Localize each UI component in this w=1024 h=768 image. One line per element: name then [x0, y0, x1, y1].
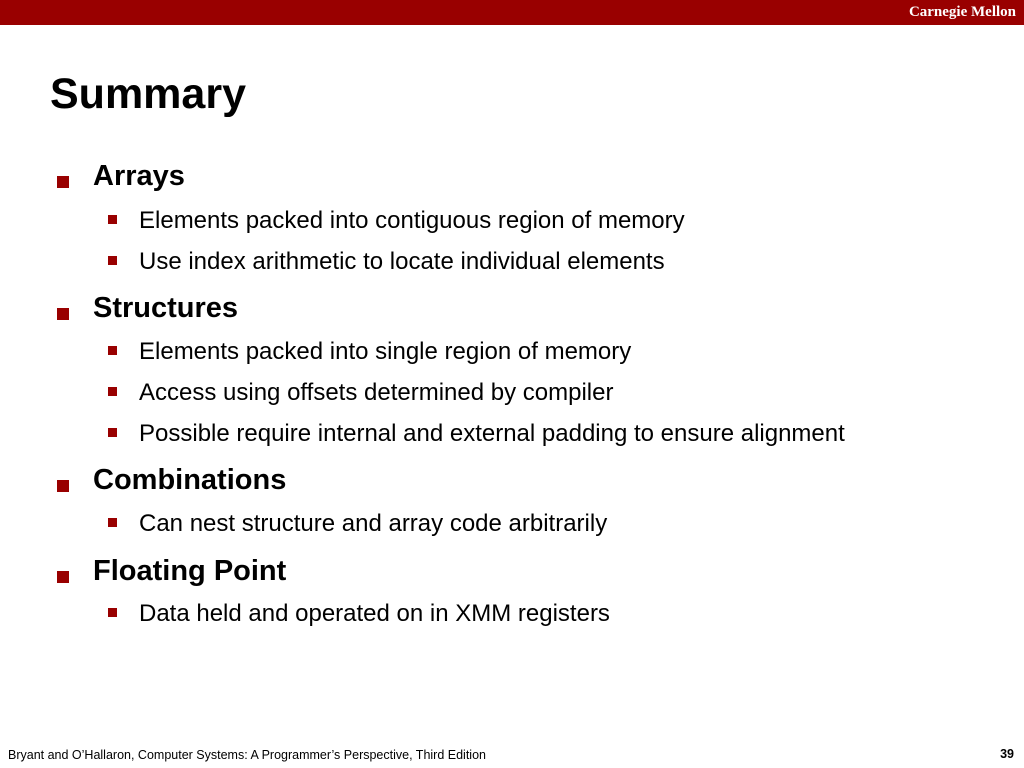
level1-bullet-marker [57, 571, 69, 583]
slide-title: Summary [50, 70, 246, 118]
level1-bullet-marker [57, 176, 69, 188]
section-heading-combinations: Combinations [93, 464, 287, 496]
org-name: Carnegie Mellon [908, 4, 1016, 20]
list-item: Elements packed into contiguous region o… [139, 207, 685, 234]
level2-bullet-marker [108, 428, 117, 437]
footer-citation: Bryant and O’Hallaron, Computer Systems:… [8, 748, 486, 762]
level2-bullet-marker [108, 608, 117, 617]
level1-bullet-marker [57, 480, 69, 492]
section-heading-structures: Structures [93, 292, 239, 324]
list-item: Elements packed into single region of me… [139, 338, 632, 365]
level2-bullet-marker [108, 215, 117, 224]
level1-bullet-marker [57, 308, 69, 320]
section-heading-floating-point: Floating Point [93, 555, 287, 587]
list-item: Use index arithmetic to locate individua… [139, 248, 665, 275]
list-item: Access using offsets determined by compi… [139, 379, 614, 406]
level2-bullet-marker [108, 518, 117, 527]
level2-bullet-marker [108, 387, 117, 396]
level2-bullet-marker [108, 346, 117, 355]
level2-bullet-marker [108, 256, 117, 265]
header-bar: Carnegie Mellon [0, 0, 1024, 25]
section-heading-arrays: Arrays [93, 160, 185, 192]
page-number: 39 [1000, 747, 1014, 761]
list-item: Possible require internal and external p… [139, 420, 845, 447]
list-item: Can nest structure and array code arbitr… [139, 510, 608, 537]
list-item: Data held and operated on in XMM registe… [139, 600, 610, 627]
